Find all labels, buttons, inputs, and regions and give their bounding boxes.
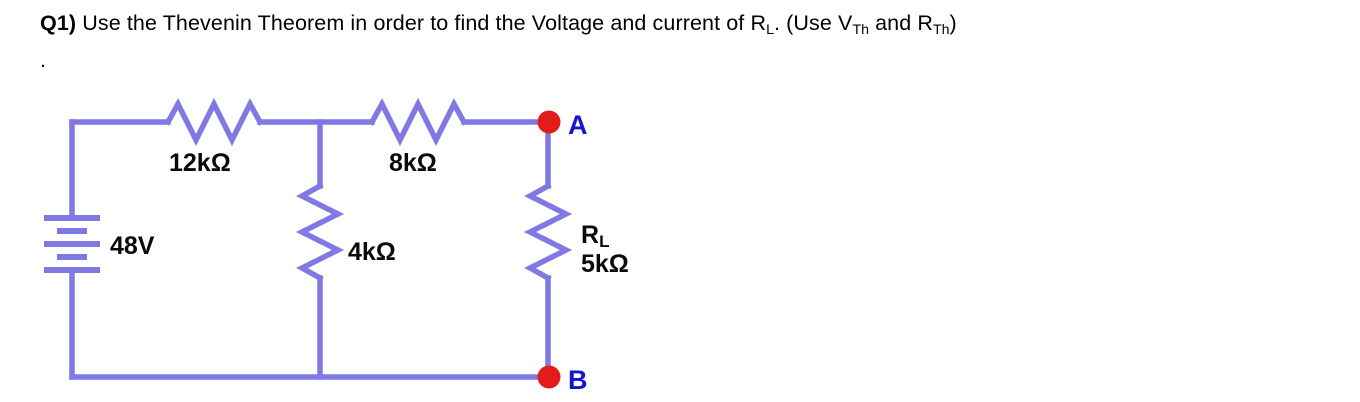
circuit-wires [69,97,573,380]
resistor-12k-symbol [164,97,264,147]
question-sub-rl: L [766,21,774,38]
label-source-48v: 48V [110,232,155,260]
question-body-1: Use the Thevenin Theorem in order to fin… [82,11,767,35]
terminal-dot-b[interactable] [537,365,561,389]
label-load-name: RL [581,221,609,251]
resistor-rl-symbol [523,182,573,282]
terminal-label-a: A [568,110,588,140]
label-resistor-8k: 8kΩ [389,149,437,177]
terminal-label-b: B [568,365,588,395]
question-body-2: . (Use V [773,11,853,35]
question-sub-vth: Th [852,21,870,38]
question-body-3: and R [869,11,933,35]
label-resistor-12k: 12kΩ [169,149,231,177]
question-prompt: Q1) Use the Thevenin Theorem in order to… [40,8,1340,45]
resistor-8k-symbol [368,97,468,147]
label-load-value: 5kΩ [581,250,629,278]
question-body-4: ) [949,11,957,35]
label-resistor-4k: 4kΩ [348,238,396,266]
question-trailing-period: . [40,48,46,72]
question-line-1: Q1) Use the Thevenin Theorem in order to… [40,8,1340,45]
question-number: Q1) [40,11,77,35]
terminal-dot-a[interactable] [537,110,561,134]
question-sub-rth: Th [932,21,950,38]
battery-symbol [44,215,100,273]
resistor-4k-symbol [295,182,345,282]
